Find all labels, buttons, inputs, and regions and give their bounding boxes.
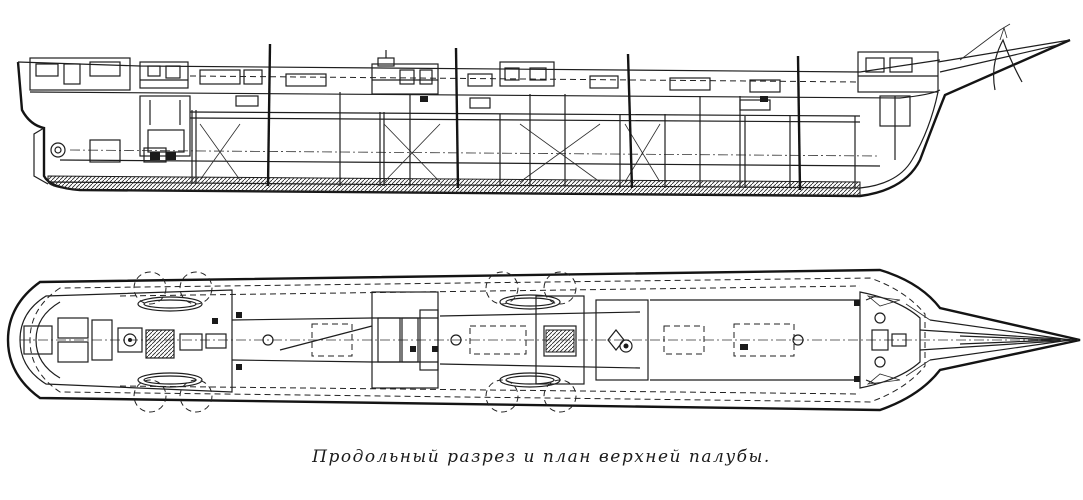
figure-caption: Продольный разрез и план верхней палубы.: [312, 447, 771, 467]
plan-amidship-deck: [535, 295, 649, 385]
plan-hull-outline: [6, 268, 1081, 412]
plan-skylight: [123, 329, 175, 359]
tween-deck: [189, 111, 861, 117]
plan-fittings: [212, 300, 860, 382]
plan-mast-steps: [262, 334, 804, 353]
plan-davits-mid: [485, 271, 577, 413]
bottom-hatch: [47, 175, 861, 197]
bowsprit: [937, 23, 1071, 91]
plan-anchors: [866, 295, 931, 385]
plan-davits-aft: [133, 271, 213, 413]
plan-hatches: [311, 323, 795, 357]
plan-bulwark-dashed: [29, 277, 926, 403]
plan-waterline: [119, 285, 861, 395]
tween-deck-lower: [189, 117, 861, 123]
deckhouse-aft: [499, 61, 555, 87]
plan-bowsprit: [919, 319, 1076, 361]
ship-drawing: [6, 23, 1081, 413]
masts: [266, 43, 802, 191]
deck-plan: [6, 268, 1081, 413]
pillars: [339, 92, 741, 188]
rudder-wheel: [50, 142, 66, 158]
bulkheads: [191, 110, 856, 188]
midship-house: [371, 50, 439, 95]
bow-stem: [911, 91, 939, 161]
plan-poop: [19, 289, 233, 393]
main-deck: [29, 89, 941, 99]
longitudinal-section: [16, 23, 1071, 198]
hold-floor: [59, 159, 881, 167]
deck-fittings: [199, 69, 781, 111]
rudder: [33, 127, 49, 185]
plan-midship-house: [371, 291, 439, 389]
forecastle: [857, 51, 939, 160]
sheer-dashed: [189, 75, 861, 83]
plan-deck-lines: [231, 299, 860, 381]
hold-blocks: [150, 96, 768, 160]
stern-poop: [29, 57, 189, 91]
plan-brace: [279, 325, 373, 351]
